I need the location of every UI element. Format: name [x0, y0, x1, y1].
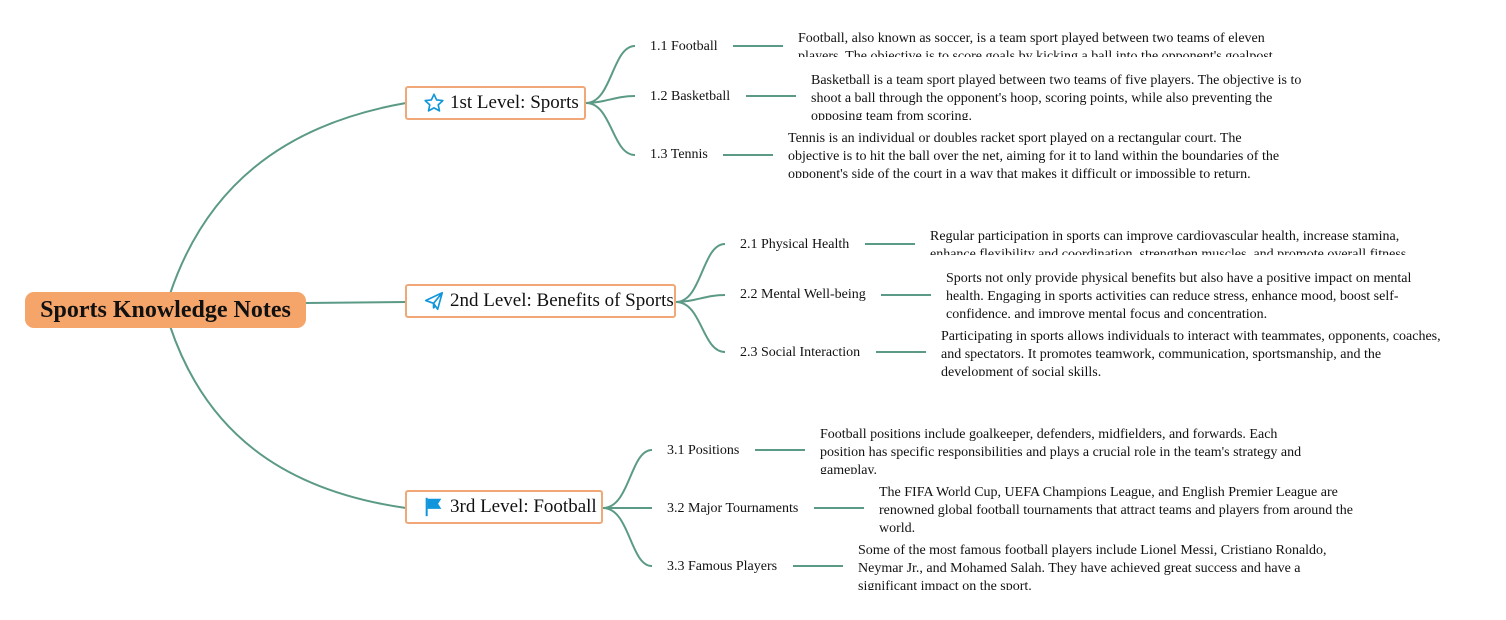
leaf-mental-wellbeing[interactable]: 2.2 Mental Well-being	[740, 287, 866, 302]
desc-physical-health: Regular participation in sports can impr…	[930, 229, 1410, 255]
desc-famous-players: Some of the most famous football players…	[858, 543, 1327, 590]
branch-label: 3rd Level: Football	[450, 496, 597, 517]
branch-label: 1st Level: Sports	[450, 92, 579, 113]
link-root-b1	[169, 102, 407, 295]
star-icon	[423, 92, 445, 114]
paper-plane-icon	[423, 290, 445, 312]
branch-label: 2nd Level: Benefits of Sports	[450, 290, 674, 311]
link-b2-i1	[675, 243, 726, 303]
link-b3-i3	[602, 507, 653, 567]
branch-benefits[interactable]: 2nd Level: Benefits of Sports	[405, 284, 676, 318]
link-root-b2	[305, 301, 407, 304]
root-title: Sports Knowledge Notes	[40, 296, 291, 323]
flag-icon	[423, 496, 445, 518]
link-b1-i2	[585, 95, 636, 104]
leaf-positions[interactable]: 3.1 Positions	[667, 443, 740, 458]
link-b1-i1	[585, 45, 636, 104]
branch-football[interactable]: 3rd Level: Football	[405, 490, 603, 524]
desc-basketball: Basketball is a team sport played betwee…	[811, 73, 1302, 120]
leaf-physical-health[interactable]: 2.1 Physical Health	[740, 237, 850, 252]
leaf-major-tournaments[interactable]: 3.2 Major Tournaments	[667, 501, 799, 516]
leaf-basketball[interactable]: 1.2 Basketball	[650, 89, 731, 104]
leaf-football[interactable]: 1.1 Football	[650, 39, 718, 54]
link-b1-i3	[585, 102, 636, 156]
leaf-famous-players[interactable]: 3.3 Famous Players	[667, 559, 778, 574]
desc-social-interaction: Participating in sports allows individua…	[941, 329, 1441, 376]
link-b3-i1	[602, 449, 653, 509]
link-b2-i2	[675, 294, 726, 303]
link-b2-i3	[675, 301, 726, 353]
link-root-b3	[169, 325, 407, 509]
leaf-tennis[interactable]: 1.3 Tennis	[650, 147, 708, 162]
desc-mental-wellbeing: Sports not only provide physical benefit…	[946, 271, 1412, 318]
branch-sports[interactable]: 1st Level: Sports	[405, 86, 586, 120]
leaf-social-interaction[interactable]: 2.3 Social Interaction	[740, 345, 861, 360]
desc-major-tournaments: The FIFA World Cup, UEFA Champions Leagu…	[879, 485, 1353, 532]
desc-positions: Football positions include goalkeeper, d…	[820, 427, 1302, 474]
desc-tennis: Tennis is an individual or doubles racke…	[788, 131, 1280, 178]
desc-football: Football, also known as soccer, is a tea…	[798, 31, 1277, 57]
root-topic[interactable]: Sports Knowledge Notes	[25, 292, 306, 328]
